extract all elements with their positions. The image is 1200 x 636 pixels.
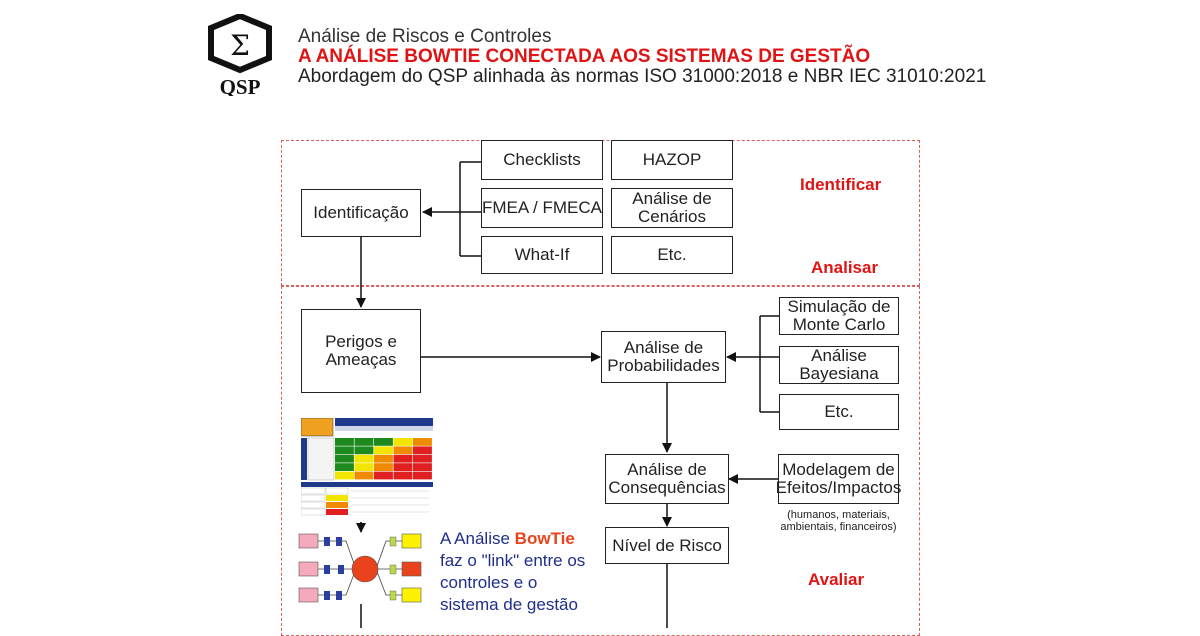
- checklists-box: Checklists: [481, 140, 603, 180]
- perigos-box: Perigos e Ameaças: [301, 309, 421, 393]
- risk-matrix-cell: [335, 438, 354, 446]
- risk-matrix-cell: [413, 446, 432, 454]
- risk-matrix-cell: [413, 455, 432, 463]
- nivel-risco-box: Nível de Risco: [605, 527, 729, 564]
- identificacao-box: Identificação: [301, 189, 421, 237]
- risk-matrix-cell: [355, 446, 374, 454]
- risk-matrix-cell: [374, 455, 393, 463]
- risk-matrix-cell: [335, 455, 354, 463]
- bayesiana-box: Análise Bayesiana: [779, 346, 899, 384]
- risk-matrix-cell: [394, 455, 413, 463]
- bowtie-callout: A Análise BowTie faz o "link" entre os c…: [440, 528, 590, 616]
- callout-prefix: A Análise: [440, 529, 515, 548]
- etc-analyze-box: Etc.: [779, 394, 899, 430]
- risk-matrix-cell: [355, 438, 374, 446]
- risk-matrix-cell: [335, 472, 354, 480]
- modelagem-note: (humanos, materiais, ambientais, finance…: [778, 509, 899, 533]
- risk-matrix-cell: [335, 463, 354, 471]
- risk-matrix-cell: [394, 463, 413, 471]
- risk-matrix-cell: [374, 472, 393, 480]
- fmea-box: FMEA / FMECA: [481, 188, 603, 228]
- hazop-box: HAZOP: [611, 140, 733, 180]
- modelagem-box: Modelagem de Efeitos/Impactos: [778, 454, 899, 504]
- risk-matrix-cell: [413, 438, 432, 446]
- consequencias-box: Análise de Consequências: [605, 454, 729, 504]
- probabilidades-box: Análise de Probabilidades: [601, 331, 726, 383]
- risk-matrix-cell: [355, 463, 374, 471]
- risk-matrix-cell: [394, 446, 413, 454]
- callout-highlight: BowTie: [515, 529, 575, 548]
- phase-analisar: Analisar: [811, 258, 878, 278]
- callout-rest: faz o "link" entre os controles e o sist…: [440, 551, 585, 614]
- risk-matrix-cell: [355, 472, 374, 480]
- risk-matrix-cell: [355, 455, 374, 463]
- risk-matrix-cell: [394, 438, 413, 446]
- montecarlo-box: Simulação de Monte Carlo: [779, 297, 899, 335]
- risk-matrix-cell: [413, 472, 432, 480]
- risk-matrix-cell: [335, 446, 354, 454]
- etc-identify-box: Etc.: [611, 236, 733, 274]
- risk-matrix-cell: [374, 438, 393, 446]
- phase-avaliar: Avaliar: [808, 570, 864, 590]
- risk-matrix-cell: [374, 463, 393, 471]
- risk-matrix-cell: [413, 463, 432, 471]
- phase-identificar: Identificar: [800, 175, 881, 195]
- risk-matrix-cell: [394, 472, 413, 480]
- cenarios-box: Análise de Cenários: [611, 188, 733, 228]
- whatif-box: What-If: [481, 236, 603, 274]
- risk-matrix-thumbnail: [301, 418, 433, 522]
- risk-matrix-cell: [374, 446, 393, 454]
- bowtie-diagram-thumbnail: [298, 533, 434, 605]
